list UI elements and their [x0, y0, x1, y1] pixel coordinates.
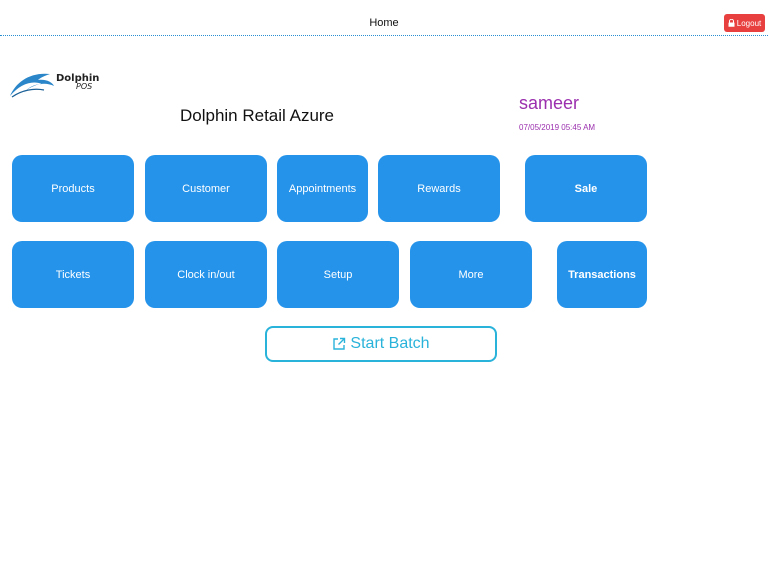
clock-in-out-button[interactable]: Clock in/out — [145, 241, 267, 308]
start-batch-label: Start Batch — [350, 335, 430, 352]
lock-icon — [728, 19, 735, 27]
store-name: Dolphin Retail Azure — [179, 106, 335, 125]
products-button[interactable]: Products — [12, 155, 134, 222]
logo-text-pos: POS — [76, 82, 93, 91]
logout-button[interactable]: Logout — [724, 14, 765, 32]
appointments-button[interactable]: Appointments — [277, 155, 368, 222]
user-name: sameer — [519, 93, 580, 113]
external-link-icon — [333, 337, 346, 350]
logout-label: Logout — [736, 18, 762, 28]
start-batch-button[interactable]: Start Batch — [265, 326, 497, 362]
transactions-button[interactable]: Transactions — [557, 241, 647, 308]
setup-button[interactable]: Setup — [277, 241, 399, 308]
sale-button[interactable]: Sale — [525, 155, 647, 222]
more-button[interactable]: More — [410, 241, 532, 308]
logo-text-dolphin: Dolphin — [56, 73, 100, 84]
page-title: Home — [369, 17, 399, 29]
rewards-button[interactable]: Rewards — [378, 155, 500, 222]
tickets-button[interactable]: Tickets — [12, 241, 134, 308]
customer-button[interactable]: Customer — [145, 155, 267, 222]
dolphin-pos-logo: Dolphin POS — [8, 68, 100, 98]
dolphin-logo-icon — [10, 73, 54, 98]
header-bar: Home Logout — [0, 0, 768, 36]
login-datetime: 07/05/2019 05:45 AM — [519, 123, 596, 132]
